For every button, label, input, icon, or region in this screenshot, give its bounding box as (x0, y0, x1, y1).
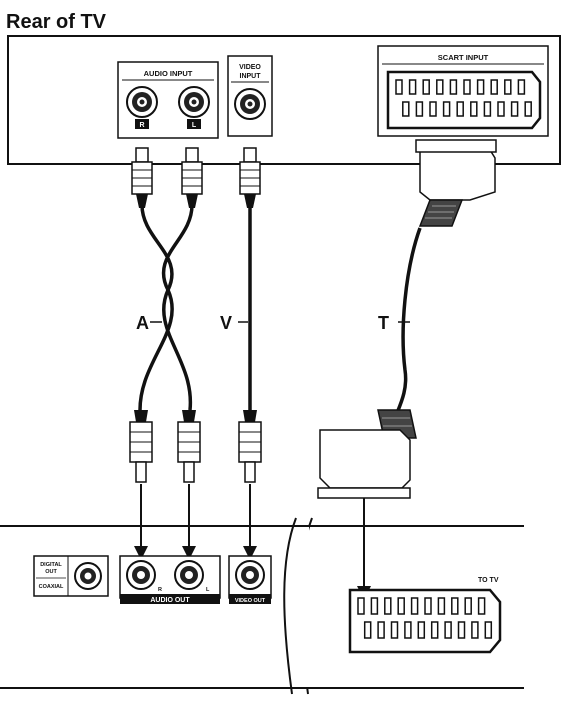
scart-pin (484, 621, 493, 639)
scart-pin (395, 79, 403, 95)
audio-out-jack-l: L (174, 560, 210, 593)
scart-pin (476, 79, 485, 95)
scart-pin (402, 101, 410, 117)
scart-pin (510, 101, 519, 117)
scart-pin (490, 79, 498, 95)
video-plug-bottom (238, 410, 262, 483)
scart-pin (457, 621, 466, 639)
scart-pin (357, 597, 365, 615)
scart-cable: T (317, 139, 497, 499)
audio-out-r-label: R (158, 587, 162, 593)
scart-pin (390, 621, 399, 639)
scart-pin (463, 79, 471, 95)
scart-pin (429, 101, 437, 117)
tv-audio-input-label: AUDIO INPUT (144, 69, 193, 78)
digital-out-block: DIGITAL OUT COAXIAL (33, 555, 109, 597)
scart-pin (370, 597, 379, 615)
scart-pin (363, 621, 372, 639)
to-tv-label: TO TV (478, 577, 499, 584)
tv-audio-r-label: R (139, 122, 144, 129)
audio-cable-label: A (136, 313, 149, 333)
scart-pin (415, 101, 424, 117)
tv-rear-panel: AUDIO INPUT R L VIDEO IN (7, 35, 561, 165)
scart-pin (384, 597, 392, 615)
scart-cable-label: T (378, 313, 389, 333)
audio-plug-top-r (131, 147, 153, 208)
scart-pin (437, 597, 446, 615)
tv-scart-pins (395, 79, 532, 117)
audio-out-jack-r: R (126, 560, 162, 593)
tv-video-input-label-2: INPUT (240, 73, 262, 80)
tv-audio-l-label: L (192, 122, 197, 129)
audio-plug-bottom-r (129, 410, 153, 483)
scart-pin (517, 79, 526, 95)
scart-pin (424, 597, 432, 615)
tv-video-jack (234, 88, 266, 120)
audio-out-block: AUDIO OUT R L (119, 555, 221, 604)
tv-audio-jack-l: L (178, 86, 210, 129)
tv-audio-input-block: AUDIO INPUT R L (117, 61, 219, 139)
scart-pin (404, 621, 412, 639)
scart-pin (436, 79, 444, 95)
player-scart-pins (357, 597, 493, 639)
player-rear-panel: DIGITAL OUT COAXIAL AUDIO OUT R (0, 517, 524, 695)
audio-plug-bottom-l (177, 410, 201, 483)
scart-pin (442, 101, 451, 117)
diagram-title: Rear of TV (6, 11, 107, 33)
scart-pin (397, 597, 405, 615)
video-plug-top (239, 147, 261, 208)
scart-pin (456, 101, 464, 117)
audio-cable: A (129, 147, 203, 483)
scart-pin (477, 597, 486, 615)
scart-pin (408, 79, 417, 95)
audio-out-l-label: L (206, 587, 210, 593)
digital-out-label-1: DIGITAL (40, 562, 62, 568)
scart-pin (524, 101, 532, 117)
video-cable: V (220, 147, 262, 483)
scart-pin (464, 597, 472, 615)
arrow-audio-l (182, 546, 196, 560)
digital-out-label-2: OUT (45, 569, 57, 575)
tv-scart-input-block: SCART INPUT (377, 45, 549, 137)
scart-pin (410, 597, 419, 615)
scart-pin (377, 621, 385, 639)
video-out-jack (235, 560, 265, 590)
video-out-label: VIDEO OUT (235, 598, 266, 604)
scart-pin (504, 79, 512, 95)
scart-pin (430, 621, 439, 639)
video-cable-label: V (220, 313, 232, 333)
video-out-block: VIDEO OUT (228, 555, 272, 604)
scart-pin (422, 79, 430, 95)
tv-scart-input-label: SCART INPUT (438, 53, 489, 62)
tv-video-input-label-1: VIDEO (239, 64, 261, 71)
scart-plug-top (415, 139, 497, 227)
arrow-video (243, 546, 257, 560)
scart-pin (417, 621, 426, 639)
coaxial-jack (74, 562, 102, 590)
scart-pin (444, 621, 452, 639)
arrow-audio-r (134, 546, 148, 560)
scart-pin (470, 101, 478, 117)
audio-plug-top-l (181, 147, 203, 208)
to-tv-block: TO TV (348, 577, 502, 654)
coaxial-label: COAXIAL (39, 584, 64, 590)
scart-pin (449, 79, 458, 95)
audio-out-label: AUDIO OUT (150, 597, 190, 604)
tv-audio-jack-r: R (126, 86, 158, 129)
scart-pin (471, 621, 479, 639)
scart-plug-bottom (317, 409, 417, 499)
scart-pin (483, 101, 492, 117)
scart-pin (497, 101, 505, 117)
scart-pin (451, 597, 459, 615)
tv-video-input-block: VIDEO INPUT (227, 55, 273, 137)
